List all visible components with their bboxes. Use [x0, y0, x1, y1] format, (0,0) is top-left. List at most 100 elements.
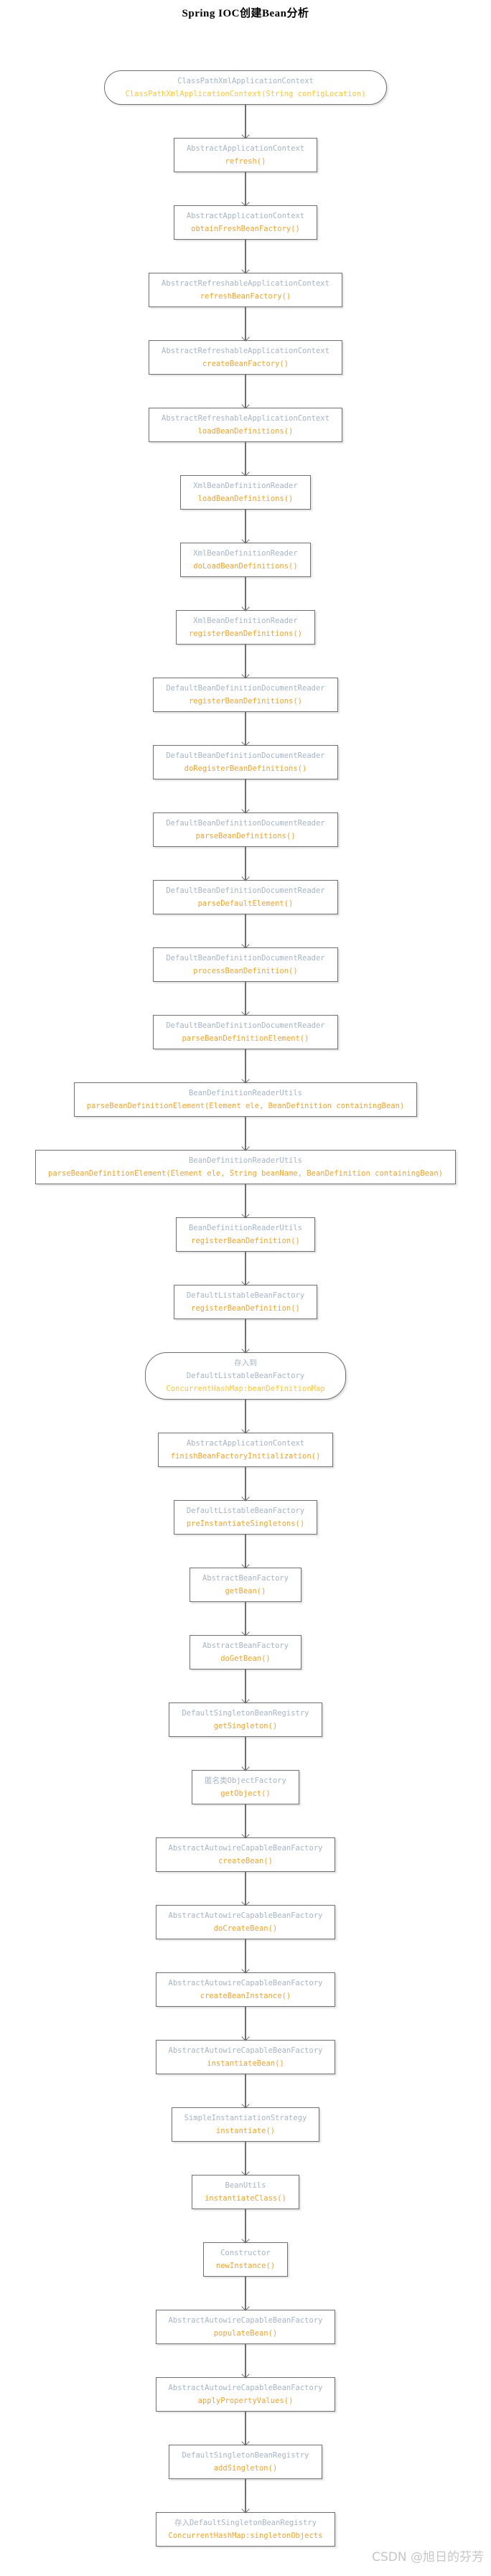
node-class-name: AbstractAutowireCapableBeanFactory: [168, 1911, 323, 1920]
node-class-name: DefaultSingletonBeanRegistry: [182, 2451, 309, 2460]
node-class-name: DefaultBeanDefinitionDocumentReader: [166, 751, 325, 760]
arrow-shaft: [245, 172, 246, 205]
arrow-shaft: [245, 1467, 246, 1500]
arrow-shaft: [245, 779, 246, 812]
arrow-shaft: [245, 847, 246, 880]
arrow-shaft: [245, 442, 246, 475]
node-class-name: AbstractAutowireCapableBeanFactory: [168, 1844, 323, 1853]
node-class-name: AbstractRefreshableApplicationContext: [162, 279, 329, 288]
node-class-name: DefaultBeanDefinitionDocumentReader: [166, 886, 325, 895]
down-arrow: [241, 577, 250, 612]
down-arrow: [241, 105, 250, 139]
node-method-name: createBean(): [218, 1857, 273, 1865]
down-arrow: [241, 1737, 250, 1771]
node-method-name: registerBeanDefinition(): [191, 1237, 300, 1245]
down-arrow: [241, 645, 250, 679]
node-method-name: loadBeanDefinitions(): [197, 427, 294, 436]
node-method-name: parseBeanDefinitionElement(Element ele, …: [86, 1102, 405, 1110]
node-method-name: instantiateClass(): [205, 2194, 286, 2203]
down-arrow: [241, 2479, 250, 2514]
node-class-name: AbstractApplicationContext: [186, 1439, 305, 1448]
node-class-name: AbstractAutowireCapableBeanFactory: [168, 1979, 323, 1987]
down-arrow: [241, 982, 250, 1016]
node-method-name: refreshBeanFactory(): [200, 292, 291, 301]
node-class-name: AbstractBeanFactory: [202, 1641, 289, 1650]
down-arrow: [241, 1535, 250, 1569]
arrow-shaft: [245, 2412, 246, 2445]
node-class-name: BeanDefinitionReaderUtils: [188, 1089, 303, 1097]
arrow-shaft: [245, 2277, 246, 2310]
arrow-shaft: [245, 982, 246, 1015]
flow-node: BeanUtils instantiateClass(): [192, 2175, 299, 2209]
down-arrow: [241, 1400, 250, 1434]
down-arrow: [241, 1319, 250, 1354]
down-arrow: [241, 2209, 250, 2244]
node-method-name: newInstance(): [215, 2262, 276, 2270]
node-class-name: DefaultListableBeanFactory: [186, 1372, 305, 1380]
flow-node: AbstractAutowireCapableBeanFactory create…: [155, 1837, 336, 1872]
node-class-name: AbstractAutowireCapableBeanFactory: [168, 2316, 323, 2325]
node-class-name: ClassPathXmlApplicationContext: [177, 77, 314, 85]
node-method-name: parseBeanDefinitionElement(): [182, 1034, 309, 1043]
arrow-shaft: [245, 240, 246, 273]
arrow-shaft: [245, 1872, 246, 1905]
node-method-name: applyPropertyValues(): [197, 2397, 294, 2405]
node-class-name: DefaultBeanDefinitionDocumentReader: [166, 1021, 325, 1030]
down-arrow: [241, 172, 250, 207]
down-arrow: [241, 2277, 250, 2311]
arrow-shaft: [245, 2479, 246, 2512]
arrow-shaft: [245, 645, 246, 678]
down-arrow: [241, 1467, 250, 1502]
arrow-shaft: [245, 914, 246, 947]
down-arrow: [241, 2142, 250, 2176]
arrow-shaft: [245, 2142, 246, 2175]
node-method-name: parseDefaultElement(): [197, 899, 294, 908]
down-arrow: [241, 1252, 250, 1286]
arrow-shaft: [245, 1117, 246, 1150]
node-class-name: 存入DefaultSingletonBeanRegistry: [174, 2519, 317, 2527]
node-class-name: DefaultListableBeanFactory: [186, 1291, 305, 1300]
arrow-shaft: [245, 2209, 246, 2242]
down-arrow: [241, 442, 250, 477]
arrow-shaft: [245, 307, 246, 340]
node-class-name: AbstractAutowireCapableBeanFactory: [168, 2046, 323, 2055]
node-method-name: loadBeanDefinitions(): [197, 495, 294, 503]
node-method-name: doRegisterBeanDefinitions(): [184, 764, 307, 773]
node-class-name: XmlBeanDefinitionReader: [193, 617, 298, 625]
arrow-shaft: [245, 105, 246, 138]
down-arrow: [241, 1669, 250, 1704]
node-method-name: doLoadBeanDefinitions(): [193, 562, 298, 571]
diagram-title: Spring IOC创建Bean分析: [182, 8, 309, 19]
down-arrow: [241, 240, 250, 274]
arrow-shaft: [245, 2344, 246, 2377]
down-arrow: [241, 1049, 250, 1084]
flow-node: BeanDefinitionReaderUtils parseBeanDefini…: [73, 1082, 418, 1117]
down-arrow: [241, 510, 250, 544]
node-method-name: ConcurrentHashMap:singletonObjects: [168, 2531, 323, 2540]
arrow-shaft: [245, 1939, 246, 1972]
arrow-shaft: [245, 2007, 246, 2040]
arrow-shaft: [245, 2074, 246, 2107]
node-class-name: BeanUtils: [225, 2181, 266, 2190]
node-method-name: parseBeanDefinitions(): [195, 832, 296, 840]
arrow-shaft: [245, 577, 246, 610]
arrow-shaft: [245, 1252, 246, 1285]
node-class-name: AbstractRefreshableApplicationContext: [162, 347, 329, 355]
node-class-name: DefaultSingletonBeanRegistry: [182, 1709, 309, 1718]
node-class-name: DefaultBeanDefinitionDocumentReader: [166, 684, 325, 693]
watermark: CSDN @旭日的芬芳: [372, 2550, 484, 2565]
